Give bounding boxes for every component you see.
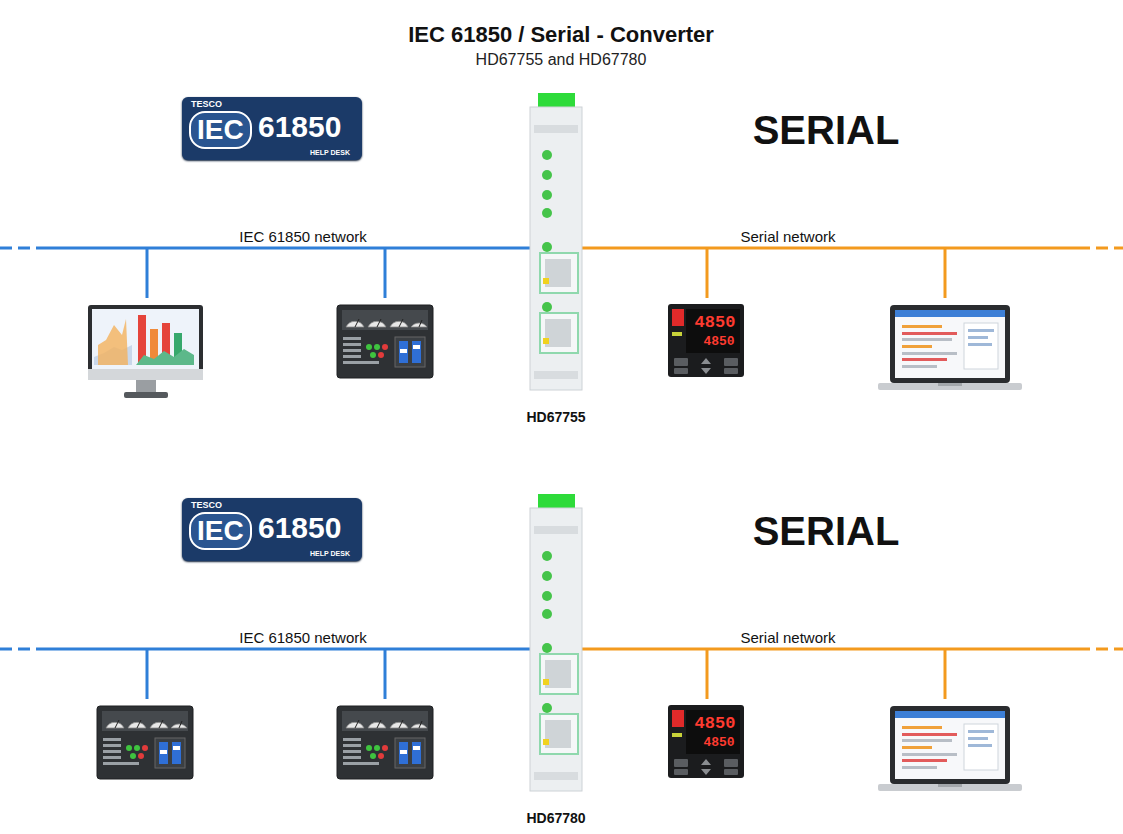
logo-tagline: HELP DESK [310,550,350,557]
logo-number: 61850 [258,112,341,142]
network-label: Serial network [740,229,835,244]
logo-mark: IEC [189,512,252,550]
network-label: Serial network [740,630,835,645]
network-label: IEC 61850 network [239,229,367,244]
gateway-device: HD67780 [530,494,582,791]
display-digits: 4850 [703,736,734,749]
device-name: HD67755 [526,410,585,424]
logo-tagline: HELP DESK [310,149,350,156]
diagram-title: IEC 61850 / Serial - Converter [408,22,714,48]
logo-badge: TESCO IEC61850HELP DESK [182,97,362,160]
monitor-icon [88,305,203,398]
display-digits: 4850 [703,335,734,348]
section-heading: SERIAL [753,511,900,551]
logo-brand: TESCO [191,100,222,109]
network-label: IEC 61850 network [239,630,367,645]
display-digits: 4850 [695,715,736,732]
device-name: HD67780 [526,811,585,825]
logo-mark: IEC [189,111,252,149]
subtitle: HD67755 and HD67780 [476,52,647,68]
gateway-device: HD67755 [530,93,582,390]
logo-number: 61850 [258,513,341,543]
logo-badge: TESCO IEC61850HELP DESK [182,498,362,561]
display-digits: 4850 [695,314,736,331]
section-heading: SERIAL [753,110,900,150]
logo-brand: TESCO [191,501,222,510]
